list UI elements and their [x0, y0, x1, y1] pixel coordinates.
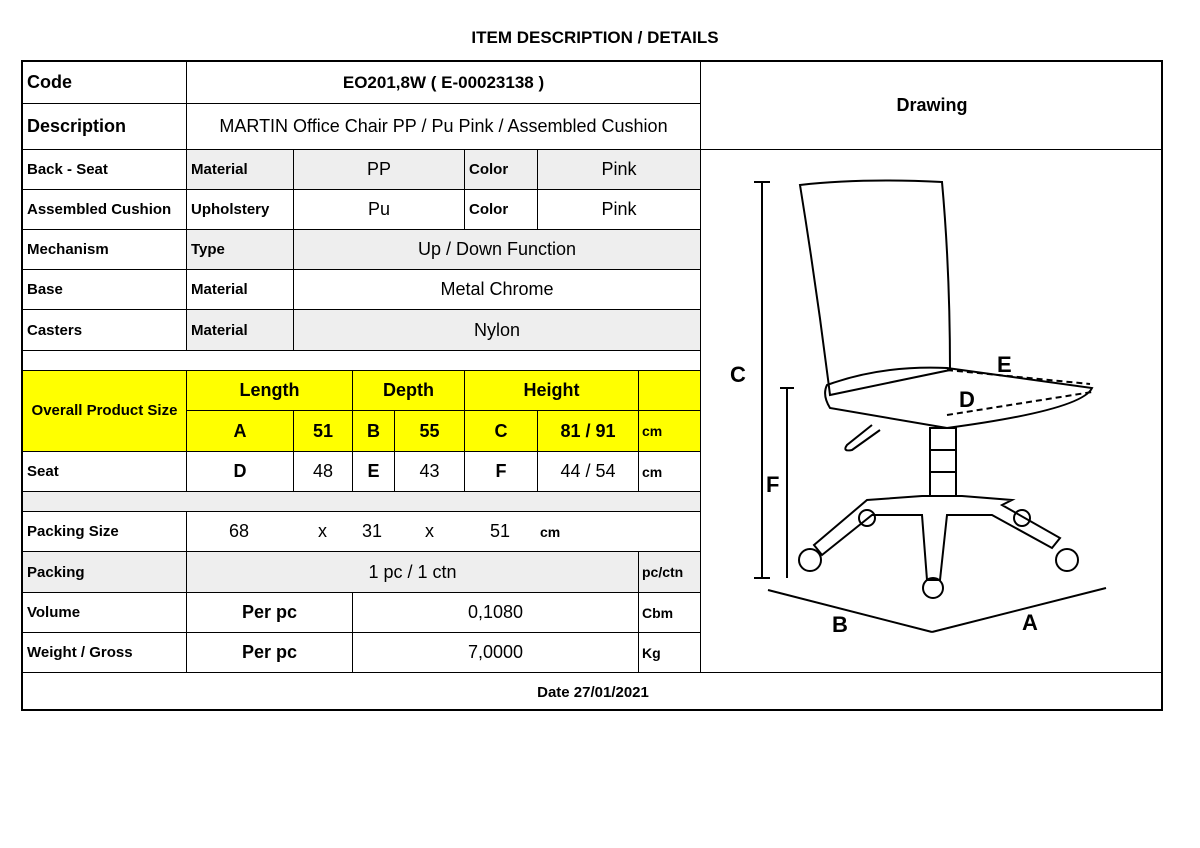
length-header: Length [186, 370, 352, 410]
overall-blank [638, 370, 700, 410]
chair-backrest [798, 179, 952, 397]
mechanism-attr: Type [186, 229, 293, 269]
drawing-letter-b: B [832, 612, 848, 637]
caster-back-left [858, 509, 876, 527]
dim-a-line [931, 587, 1107, 633]
casters-label: Casters [23, 309, 186, 350]
back-seat-color: Pink [537, 149, 700, 189]
b-value: 55 [394, 410, 464, 451]
weight-value: 7,0000 [352, 632, 638, 672]
d-label: D [186, 451, 293, 491]
spacer-row-2 [23, 491, 700, 511]
cushion-attr: Upholstery [186, 189, 293, 229]
packing-length: 68 [229, 521, 250, 541]
back-seat-material: PP [293, 149, 464, 189]
drawing-letter-f: F [766, 472, 779, 497]
packing-label: Packing [23, 551, 186, 592]
code-value: EO201,8W ( E-00023138 ) [186, 62, 700, 103]
c-label: C [464, 410, 537, 451]
volume-value: 0,1080 [352, 592, 638, 632]
caster-back-right [1013, 509, 1031, 527]
d-value: 48 [293, 451, 352, 491]
chair-seat [824, 366, 1094, 430]
date-footer: Date 27/01/2021 [23, 672, 1163, 711]
page-title: ITEM DESCRIPTION / DETAILS [471, 28, 719, 47]
e-label: E [352, 451, 394, 491]
code-label: Code [27, 72, 72, 92]
casters-value: Nylon [293, 309, 700, 350]
f-label: F [464, 451, 537, 491]
height-header: Height [464, 370, 638, 410]
c-value: 81 / 91 [537, 410, 638, 451]
packing-width: 31 [362, 521, 383, 541]
base-value: Metal Chrome [293, 269, 700, 309]
cushion-color-label: Color [464, 189, 537, 229]
cushion-label: Assembled Cushion [23, 189, 186, 229]
caster-front [922, 577, 944, 599]
caster-left [798, 548, 822, 572]
drawing-letter-d: D [959, 387, 975, 412]
overall-unit: cm [638, 410, 700, 451]
drawing-letter-c: C [730, 362, 746, 387]
weight-label: Weight / Gross [23, 632, 186, 672]
chair-drawing: C F E D B A [730, 179, 1107, 637]
weight-unit: Kg [638, 632, 700, 672]
chair-lever [844, 424, 881, 452]
dim-e-line [946, 369, 1091, 385]
packing-x-2: x [425, 521, 434, 541]
b-label: B [352, 410, 394, 451]
dim-b-line [767, 589, 933, 633]
volume-per: Per pc [186, 592, 352, 632]
drawing-letter-e: E [997, 352, 1012, 377]
dim-d-line [946, 391, 1093, 416]
chair-base [812, 495, 1062, 581]
drawing-header: Drawing [700, 62, 1163, 149]
back-seat-color-label: Color [464, 149, 537, 189]
packing-height: 51 [490, 521, 511, 541]
caster-right [1055, 548, 1079, 572]
weight-per: Per pc [186, 632, 352, 672]
casters-attr: Material [186, 309, 293, 350]
packing-value: 1 pc / 1 ctn [186, 551, 638, 592]
back-seat-attr: Material [186, 149, 293, 189]
seat-label: Seat [23, 451, 186, 491]
packing-size-label: Packing Size [23, 511, 186, 551]
description-value: MARTIN Office Chair PP / Pu Pink / Assem… [186, 103, 700, 149]
description-label: Description [23, 103, 186, 149]
drawing-panel [700, 149, 1163, 672]
packing-unit: pc/ctn [638, 551, 700, 592]
spacer-row [23, 350, 700, 370]
drawing-letter-a: A [1022, 610, 1038, 635]
spec-sheet: Code EO201,8W ( E-00023138 ) Description… [21, 60, 1163, 711]
base-attr: Material [186, 269, 293, 309]
a-value: 51 [293, 410, 352, 451]
chair-column [929, 427, 957, 497]
packing-x-1: x [318, 521, 327, 541]
cushion-upholstery: Pu [293, 189, 464, 229]
depth-header: Depth [352, 370, 464, 410]
cushion-color: Pink [537, 189, 700, 229]
packing-size-unit: cm [540, 523, 561, 540]
volume-label: Volume [23, 592, 186, 632]
base-label: Base [23, 269, 186, 309]
overall-size-label: Overall Product Size [23, 370, 186, 451]
e-value: 43 [394, 451, 464, 491]
back-seat-label: Back - Seat [23, 149, 186, 189]
a-label: A [186, 410, 293, 451]
seat-unit: cm [638, 451, 700, 491]
packing-size-values: 68 x 31 x 51 cm [186, 511, 700, 551]
volume-unit: Cbm [638, 592, 700, 632]
mechanism-value: Up / Down Function [293, 229, 700, 269]
mechanism-label: Mechanism [23, 229, 186, 269]
f-value: 44 / 54 [537, 451, 638, 491]
